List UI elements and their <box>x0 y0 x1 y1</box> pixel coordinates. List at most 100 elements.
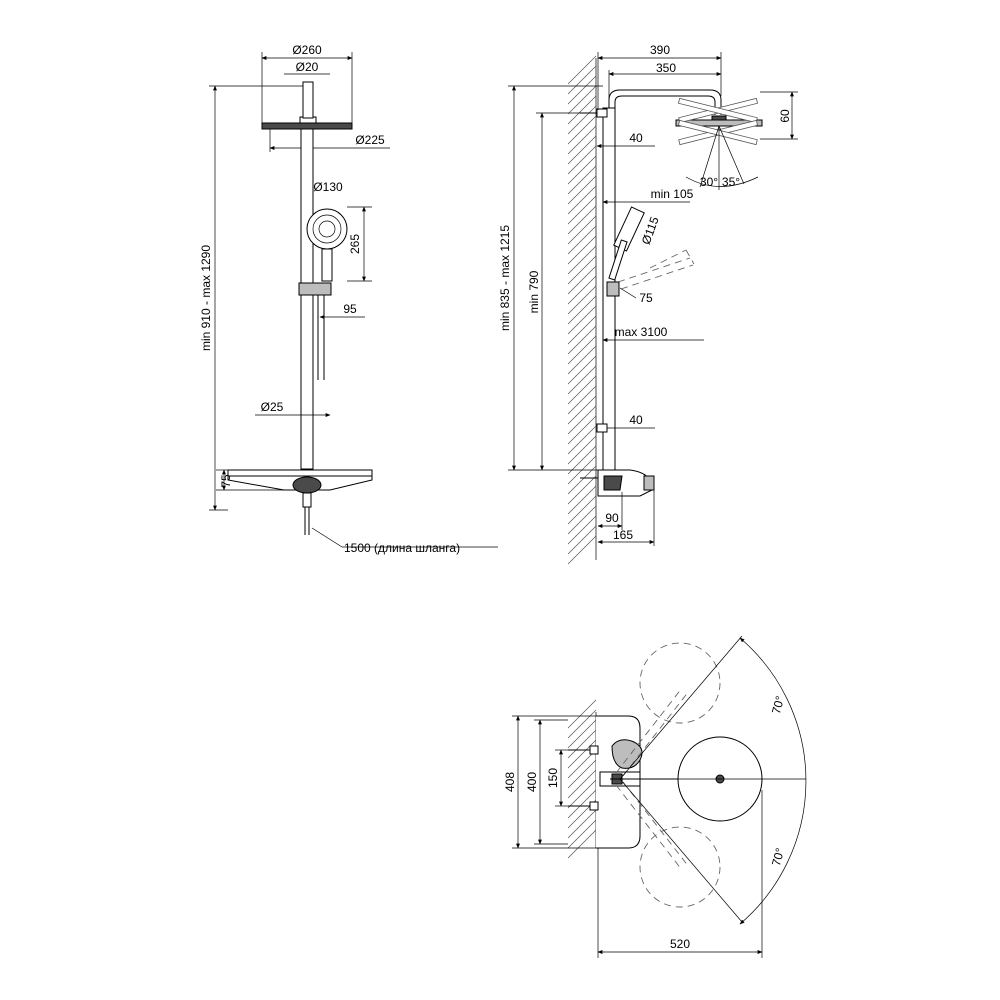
hatch-line <box>567 819 597 849</box>
hatch-line <box>567 445 597 475</box>
hatch-line <box>567 135 597 165</box>
dim-side-hand-diameter: Ø115 <box>639 215 662 247</box>
dim-pipe-diameter: Ø25 <box>261 400 284 414</box>
top-wall-hatch <box>567 699 597 859</box>
dim-holder-height: 75 <box>639 291 653 305</box>
hatch-line <box>567 125 597 155</box>
hatch-line <box>567 235 597 265</box>
hatch-line <box>567 375 597 405</box>
hatch-line <box>567 525 597 555</box>
dim-arm-diameter: Ø20 <box>296 60 319 74</box>
hatch-line <box>567 505 597 535</box>
hatch-line <box>567 345 597 375</box>
front-mixer-shelf <box>227 469 373 535</box>
dim-hand-shower-height: 265 <box>348 234 362 254</box>
hatch-line <box>567 759 597 789</box>
hatch-line <box>567 145 597 175</box>
hatch-line <box>567 829 597 859</box>
hatch-line <box>567 275 597 305</box>
dim-rotation-lower: 70° <box>769 846 787 867</box>
top-rotated-lower-position <box>639 826 721 908</box>
hatch-line <box>567 495 597 525</box>
dim-min-hand-reach: min 105 <box>651 187 694 201</box>
hatch-line <box>567 709 597 739</box>
dim-head-diameter: Ø260 <box>292 43 322 57</box>
hatch-line <box>567 55 597 85</box>
hatch-line <box>567 749 597 779</box>
hatch-line <box>567 415 597 445</box>
side-hand-shower <box>606 206 695 297</box>
dim-hand-shower-diameter: Ø130 <box>313 180 343 194</box>
hatch-line <box>567 155 597 185</box>
hatch-line <box>567 405 597 435</box>
hatch-line <box>567 365 597 395</box>
top-rotated-upper-position <box>639 642 721 724</box>
hatch-line <box>567 105 597 135</box>
dim-max-reach: max 3100 <box>615 325 668 339</box>
side-mixer-shelf <box>580 469 655 497</box>
hatch-line <box>567 355 597 385</box>
hatch-line <box>567 475 597 505</box>
hatch-line <box>567 769 597 799</box>
dim-mount-width: 400 <box>525 772 539 792</box>
dim-head-thickness: 60 <box>778 109 792 123</box>
dim-connection-spacing: 150 <box>546 768 560 788</box>
hatch-line <box>567 85 597 115</box>
dim-front-total-height: min 910 - max 1290 <box>199 245 213 351</box>
hatch-line <box>567 809 597 839</box>
dim-spray-angle-left: 30° <box>700 175 718 189</box>
dim-spray-angle-right: 35° <box>722 175 740 189</box>
hatch-line <box>567 779 597 809</box>
hatch-line <box>567 285 597 315</box>
hatch-line <box>567 465 597 495</box>
hatch-line <box>567 175 597 205</box>
hatch-line <box>567 315 597 345</box>
hatch-line <box>567 265 597 295</box>
dim-upper-bracket: 40 <box>629 131 643 145</box>
hatch-line <box>567 305 597 335</box>
front-shower-head <box>261 81 353 130</box>
side-lower-bracket <box>596 423 608 433</box>
hatch-line <box>567 535 597 565</box>
dim-head-inner-diameter: Ø225 <box>355 133 385 147</box>
hatch-line <box>567 75 597 105</box>
dim-bar-height: min 790 <box>527 270 541 313</box>
hatch-line <box>567 255 597 285</box>
hatch-line <box>567 395 597 425</box>
hatch-line <box>567 65 597 95</box>
side-shower-head <box>675 97 763 146</box>
hatch-line <box>567 335 597 365</box>
hatch-line <box>567 739 597 769</box>
dim-mixer-height: 75 <box>219 474 233 488</box>
hatch-line <box>567 325 597 355</box>
hatch-line <box>567 729 597 759</box>
dim-overall-width: 520 <box>670 937 690 951</box>
hatch-line <box>567 515 597 545</box>
side-upper-bracket <box>596 108 608 118</box>
dim-overall-depth: 390 <box>650 43 670 57</box>
front-riser-pipe <box>300 128 314 470</box>
hatch-line <box>567 215 597 245</box>
dim-holder-offset: 95 <box>343 302 357 316</box>
hatch-line <box>567 225 597 255</box>
hatch-line <box>567 435 597 465</box>
dim-hose-length: 1500 (длина шланга) <box>344 541 460 555</box>
hatch-line <box>567 195 597 225</box>
dim-arm-reach: 350 <box>656 61 676 75</box>
dim-lower-bracket: 40 <box>629 413 643 427</box>
hatch-line <box>567 165 597 195</box>
dim-mixer-depth: 90 <box>605 511 619 525</box>
front-hand-shower <box>298 208 348 380</box>
hatch-line <box>567 719 597 749</box>
side-view: 30° 35° 390 350 60 40 min 105 Ø115 <box>498 43 798 565</box>
dim-rotation-upper: 70° <box>769 694 787 715</box>
hatch-line <box>567 699 597 729</box>
dim-shelf-depth: 165 <box>613 528 633 542</box>
hatch-line <box>567 95 597 125</box>
top-view: 70° 70° 408 400 150 520 <box>503 635 807 958</box>
hatch-line <box>567 205 597 235</box>
front-view: Ø260 Ø20 Ø225 Ø130 265 95 Ø25 <box>199 43 498 555</box>
dim-shelf-width: 408 <box>503 772 517 792</box>
hatch-line <box>567 115 597 145</box>
hatch-line <box>567 245 597 275</box>
